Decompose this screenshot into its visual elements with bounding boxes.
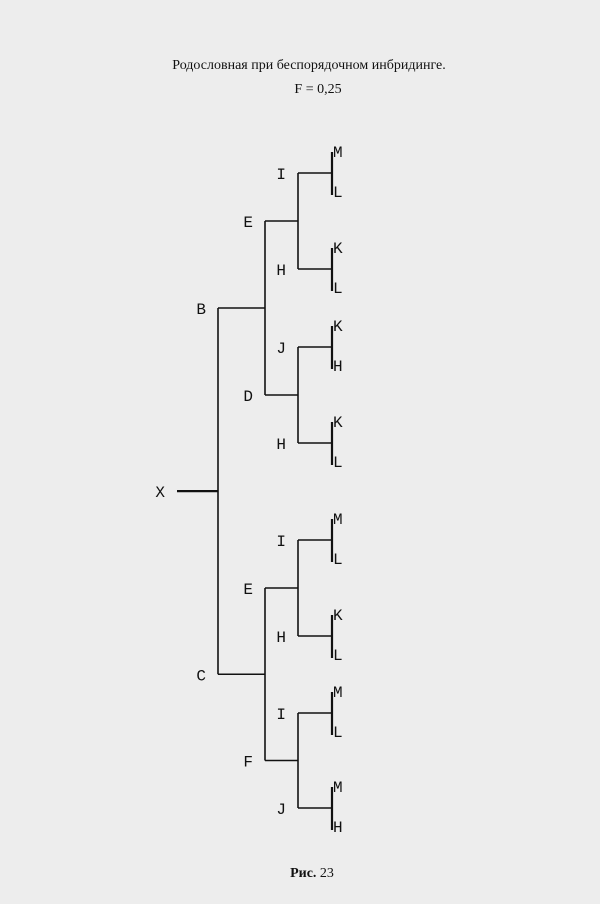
individual-i-label: I [276, 533, 286, 551]
individual-m-label: M [333, 144, 343, 162]
individual-b-label: B [196, 301, 206, 319]
individual-x-label: X [155, 484, 165, 502]
caption-number: 23 [319, 866, 334, 881]
individual-j-label: J [276, 340, 286, 358]
individual-f-label: F [243, 754, 253, 772]
individual-h-label: H [276, 262, 286, 280]
individual-h-label: H [333, 819, 343, 837]
individual-k-label: K [333, 607, 343, 625]
individual-l-label: L [333, 551, 343, 569]
individual-l-label: L [333, 724, 343, 742]
individual-h-label: H [276, 629, 286, 647]
individual-j-label: J [276, 801, 286, 819]
individual-k-label: K [333, 318, 343, 336]
inbreeding-coefficient: F = 0,25 [294, 82, 342, 97]
figure-caption: Рис. 23 [0, 866, 600, 882]
individual-k-label: K [333, 240, 343, 258]
individual-e-label: E [243, 214, 253, 232]
individual-d-label: D [243, 388, 253, 406]
caption-prefix: Рис. [290, 866, 317, 881]
individual-i-label: I [276, 706, 286, 724]
individual-l-label: L [333, 280, 343, 298]
individual-m-label: M [333, 511, 343, 529]
diagram-title: Родословная при беспорядочном инбридинге… [172, 58, 446, 73]
individual-h-label: H [333, 358, 343, 376]
individual-i-label: I [276, 166, 286, 184]
individual-h-label: H [276, 436, 286, 454]
individual-e-label: E [243, 581, 253, 599]
individual-m-label: M [333, 684, 343, 702]
individual-l-label: L [333, 454, 343, 472]
individual-l-label: L [333, 184, 343, 202]
individual-l-label: L [333, 647, 343, 665]
individual-k-label: K [333, 414, 343, 432]
individual-c-label: C [196, 667, 206, 685]
individual-m-label: M [333, 779, 343, 797]
